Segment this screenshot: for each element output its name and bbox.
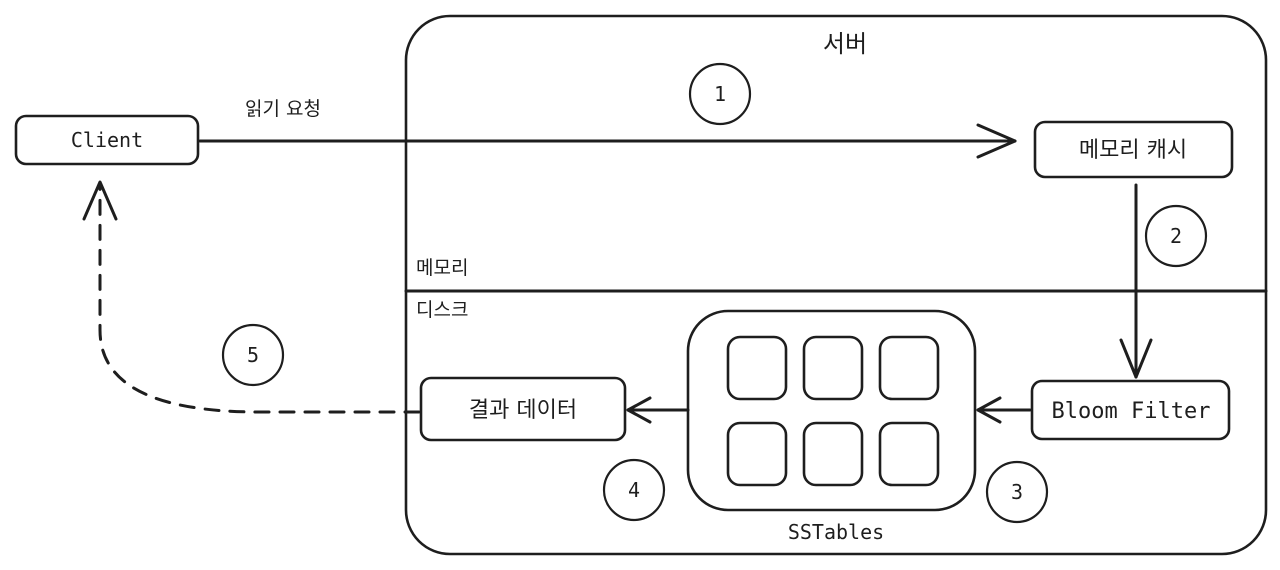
sstable-file — [802, 421, 864, 487]
client-box — [14, 114, 200, 166]
result-to-client-arrow — [98, 183, 421, 414]
memory-cache-label: 메모리 캐시 — [1079, 138, 1187, 163]
sstables-label: SSTables — [788, 520, 884, 544]
sstables-to-result-arrowhead — [626, 396, 652, 424]
server-title: 서버 — [823, 30, 867, 58]
read-request-arrowhead — [976, 123, 1017, 159]
memory-cache-box — [1033, 120, 1234, 179]
cache-to-bloom-arrowhead — [1119, 338, 1153, 379]
sstable-file — [878, 335, 940, 401]
step-2-label: 2 — [1170, 224, 1182, 248]
memory-zone-label: 메모리 — [416, 257, 468, 279]
step-2-marker — [1144, 204, 1208, 268]
sstable-file — [802, 335, 864, 401]
bloom-to-sstables-arrowhead — [976, 396, 1002, 424]
step-5-marker — [221, 323, 285, 387]
step-4-marker — [602, 458, 666, 522]
bloom-filter-label: Bloom Filter — [1052, 399, 1211, 424]
sstable-file — [726, 421, 788, 487]
result-data-label: 결과 데이터 — [469, 398, 577, 423]
result-data-box — [419, 376, 627, 442]
sstable-file — [878, 421, 940, 487]
sstable-file — [726, 335, 788, 401]
step-3-marker — [985, 460, 1049, 524]
step-1-label: 1 — [714, 82, 726, 106]
bloom-filter-box — [1030, 379, 1231, 441]
step-1-marker — [688, 62, 752, 126]
disk-zone-label: 디스크 — [416, 299, 468, 321]
client-label: Client — [71, 128, 143, 152]
step-4-label: 4 — [628, 478, 640, 502]
read-request-label: 읽기 요청 — [245, 98, 321, 120]
step-3-label: 3 — [1011, 480, 1023, 504]
step-5-label: 5 — [247, 343, 259, 367]
result-to-client-arrowhead — [82, 180, 118, 221]
